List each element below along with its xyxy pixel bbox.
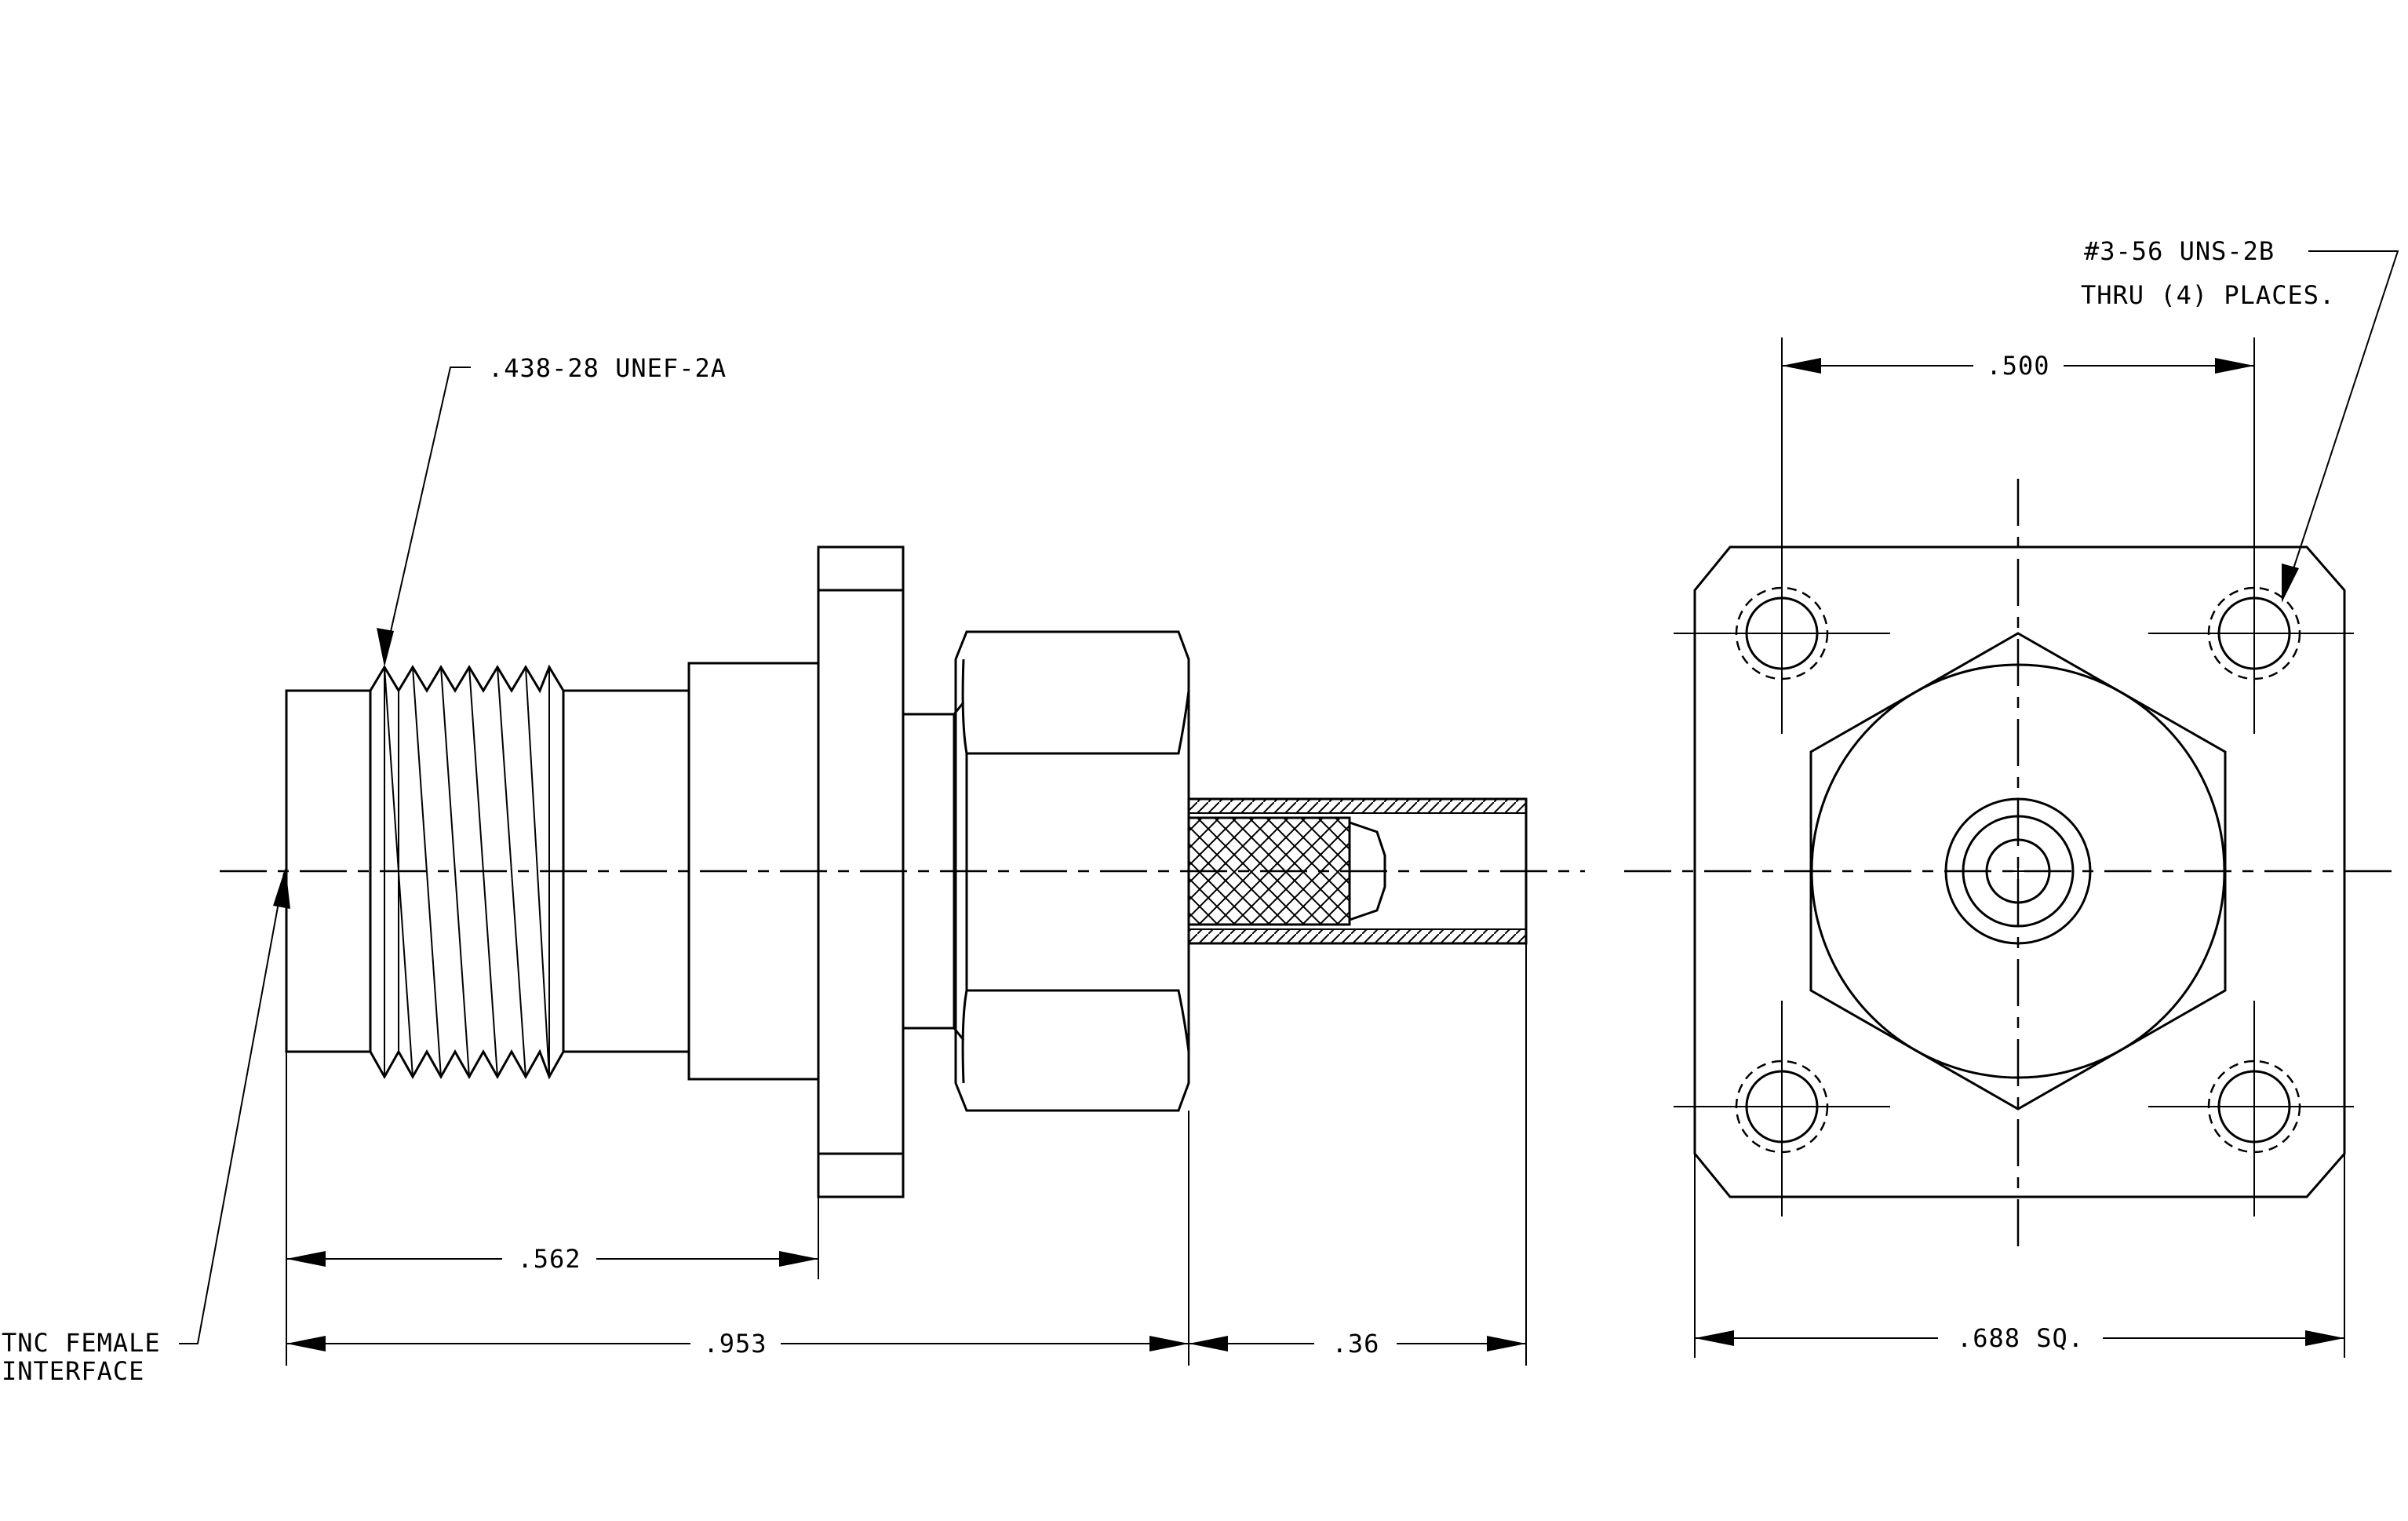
thread-callout-text: .438-28 UNEF-2A <box>488 353 727 383</box>
dim-953: .953 <box>286 1329 1189 1359</box>
hole-callout-text-1: #3-56 UNS-2B <box>2084 236 2275 266</box>
interface-callout: TNC FEMALE INTERFACE <box>2 867 290 1386</box>
dim-562: .562 <box>286 1244 818 1274</box>
mounting-hole-tr <box>2148 337 2354 734</box>
dim-688: .688 SQ. <box>1694 1154 2345 1358</box>
insulator-outer <box>1944 797 2092 945</box>
dim-36-text: .36 <box>1332 1329 1380 1359</box>
dim-500: .500 <box>1782 351 2254 381</box>
interface-text-1: TNC FEMALE <box>2 1328 161 1358</box>
hex-nut-front <box>1809 632 2227 1111</box>
flange-neck <box>902 713 956 1030</box>
body-circle <box>1810 663 2226 1079</box>
contact-circle <box>1985 838 2051 904</box>
mounting-hole-bl <box>1674 1001 1890 1216</box>
dim-688-text: .688 SQ. <box>1957 1323 2084 1353</box>
mounting-hole-br <box>2148 1001 2354 1216</box>
mounting-hole-tl <box>1674 337 1890 734</box>
dim-953-text: .953 <box>703 1329 767 1359</box>
side-view: .562 .953 .36 .438-28 UNEF-2A <box>2 353 1585 1386</box>
dim-500-text: .500 <box>1986 351 2049 381</box>
front-view: .500 .688 SQ. #3-56 UNS-2B THRU (4) PLAC… <box>1624 236 2401 1358</box>
crimp-tail <box>1187 797 1528 945</box>
hex-nut-side <box>953 630 1190 1112</box>
dim-562-text: .562 <box>517 1244 581 1274</box>
dim-36: .36 <box>1189 1329 1526 1359</box>
interface-text-2: INTERFACE <box>2 1356 144 1386</box>
hole-callout-text-2: THRU (4) PLACES. <box>2081 280 2335 310</box>
thread-callout: .438-28 UNEF-2A <box>377 353 727 667</box>
hole-callout: #3-56 UNS-2B THRU (4) PLACES. <box>2081 236 2399 603</box>
flange-square <box>1693 545 2346 1198</box>
insulator-mid <box>1962 815 2075 928</box>
